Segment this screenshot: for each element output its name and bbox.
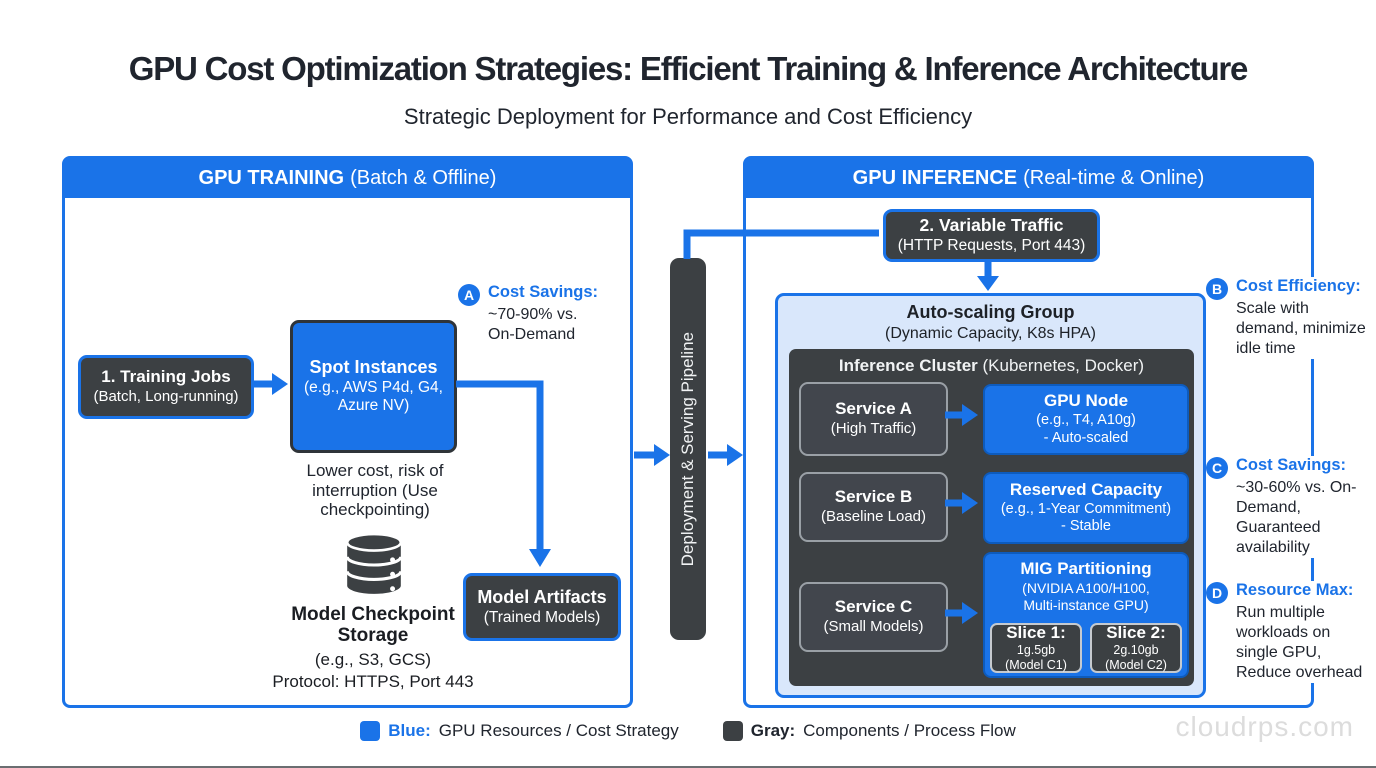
spot-instances-title: Spot Instances: [309, 356, 438, 377]
annotation-d-badge: D: [1206, 582, 1228, 604]
autoscaling-group-label: Auto-scaling Group (Dynamic Capacity, K8…: [778, 302, 1203, 343]
annotation-d-title: Resource Max:: [1236, 581, 1354, 599]
annotation-b-title: Cost Efficiency:: [1236, 277, 1361, 295]
slice-2-model: (Model C2): [1105, 658, 1167, 673]
service-a-subtitle: (High Traffic): [830, 420, 917, 438]
gpu-training-panel: GPU TRAINING (Batch & Offline) 1. Traini…: [62, 156, 633, 708]
gpu-node-examples: (e.g., T4, A10g): [1036, 412, 1136, 429]
gpu-inference-header: GPU INFERENCE (Real-time & Online): [745, 158, 1312, 198]
annotation-a: A Cost Savings: ~70-90% vs. On-Demand: [458, 283, 600, 345]
gpu-training-header: GPU TRAINING (Batch & Offline): [64, 158, 631, 198]
database-icon: [341, 531, 407, 599]
watermark: cloudrps.com: [1175, 711, 1354, 742]
annotation-a-badge: A: [458, 284, 480, 306]
page-title: GPU Cost Optimization Strategies: Effici…: [128, 50, 1249, 87]
reserved-capacity-title: Reserved Capacity: [1009, 479, 1163, 499]
autoscaling-title: Auto-scaling Group: [906, 302, 1075, 322]
arrowhead-pipeline-out: [727, 444, 743, 466]
training-jobs-title: 1. Training Jobs: [101, 367, 231, 387]
model-checkpoint-storage-label: Model Checkpoint Storage (e.g., S3, GCS)…: [263, 604, 483, 692]
slice-1-model: (Model C1): [1005, 658, 1067, 673]
deployment-serving-pipeline-bar: Deployment & Serving Pipeline: [670, 258, 706, 640]
gpu-training-title: GPU TRAINING: [198, 166, 345, 189]
legend-blue-swatch: [360, 721, 381, 741]
gpu-inference-title: GPU INFERENCE: [852, 166, 1018, 189]
legend-blue-desc: GPU Resources / Cost Strategy: [438, 721, 679, 740]
bottom-frame-line: [0, 766, 1376, 768]
service-b-title: Service B: [834, 487, 913, 507]
legend-gray: Gray: Components / Process Flow: [722, 721, 1016, 741]
slice-2-profile: 2g.10gb: [1113, 643, 1159, 658]
service-b-subtitle: (Baseline Load): [820, 508, 927, 526]
gpu-node-mode: - Auto-scaled: [1043, 429, 1129, 446]
slice-2-title: Slice 2:: [1106, 623, 1166, 643]
annotation-d: D Resource Max: Run multiple workloads o…: [1206, 581, 1374, 683]
service-a-title: Service A: [835, 399, 912, 419]
storage-title: Model Checkpoint Storage: [291, 604, 455, 646]
legend: Blue: GPU Resources / Cost Strategy Gray…: [0, 721, 1376, 741]
page-subtitle: Strategic Deployment for Performance and…: [403, 104, 973, 129]
annotation-c-body: ~30-60% vs. On-Demand, Guaranteed availa…: [1236, 478, 1357, 556]
gpu-node-box: GPU Node (e.g., T4, A10g) - Auto-scaled: [983, 384, 1189, 455]
mig-partitioning-box: MIG Partitioning (NVIDIA A100/H100, Mult…: [983, 552, 1189, 678]
mig-type: Multi-instance GPU): [1023, 596, 1149, 613]
model-artifacts-box: Model Artifacts (Trained Models): [463, 573, 621, 641]
training-jobs-subtitle: (Batch, Long-running): [93, 388, 239, 406]
model-artifacts-title: Model Artifacts: [477, 586, 607, 607]
training-jobs-box: 1. Training Jobs (Batch, Long-running): [78, 355, 254, 419]
cluster-subtitle: (Kubernetes, Docker): [982, 356, 1145, 375]
mig-slices: Slice 1: 1g.5gb (Model C1) Slice 2: 2g.1…: [985, 623, 1187, 673]
annotation-b-badge: B: [1206, 278, 1228, 300]
service-c-subtitle: (Small Models): [823, 618, 924, 636]
spot-instances-subtitle: (e.g., AWS P4d, G4, Azure NV): [304, 378, 443, 415]
legend-gray-label: Gray:: [750, 721, 796, 740]
annotation-b-body: Scale with demand, minimize idle time: [1236, 299, 1366, 357]
reserved-capacity-box: Reserved Capacity (e.g., 1-Year Commitme…: [983, 472, 1189, 544]
slice-1-profile: 1g.5gb: [1016, 643, 1056, 658]
legend-gray-desc: Components / Process Flow: [803, 721, 1016, 740]
service-c-title: Service C: [834, 597, 913, 617]
mig-slice-1: Slice 1: 1g.5gb (Model C1): [990, 623, 1082, 673]
service-a-box: Service A (High Traffic): [799, 382, 948, 456]
variable-traffic-title: 2. Variable Traffic: [919, 215, 1064, 236]
gpu-inference-subtitle: (Real-time & Online): [1023, 166, 1205, 189]
reserved-capacity-examples: (e.g., 1-Year Commitment): [1000, 500, 1172, 517]
service-b-box: Service B (Baseline Load): [799, 472, 948, 542]
mig-title: MIG Partitioning: [1020, 559, 1152, 578]
slice-1-title: Slice 1:: [1006, 623, 1066, 643]
variable-traffic-box: 2. Variable Traffic (HTTP Requests, Port…: [883, 209, 1100, 262]
annotation-c: C Cost Savings: ~30-60% vs. On-Demand, G…: [1206, 456, 1374, 558]
autoscaling-group-box: Auto-scaling Group (Dynamic Capacity, K8…: [775, 293, 1206, 698]
service-c-box: Service C (Small Models): [799, 582, 948, 652]
annotation-c-title: Cost Savings:: [1236, 456, 1347, 474]
inference-cluster-label: Inference Cluster (Kubernetes, Docker): [789, 356, 1194, 376]
gpu-node-title: GPU Node: [1043, 391, 1129, 411]
annotation-a-body: ~70-90% vs. On-Demand: [488, 305, 578, 343]
spot-instances-box: Spot Instances (e.g., AWS P4d, G4, Azure…: [290, 320, 457, 453]
inference-cluster-box: Inference Cluster (Kubernetes, Docker) S…: [789, 349, 1194, 686]
pipeline-label: Deployment & Serving Pipeline: [678, 331, 697, 567]
legend-gray-swatch: [722, 721, 743, 741]
spot-instances-note: Lower cost, risk of interruption (Use ch…: [306, 461, 444, 520]
reserved-capacity-mode: - Stable: [1061, 518, 1111, 535]
mig-gpus: (NVIDIA A100/H100,: [1022, 579, 1150, 596]
annotation-d-body: Run multiple workloads on single GPU, Re…: [1236, 603, 1363, 681]
gpu-inference-panel: GPU INFERENCE (Real-time & Online) 2. Va…: [743, 156, 1314, 708]
legend-blue-label: Blue:: [388, 721, 431, 740]
annotation-c-badge: C: [1206, 457, 1228, 479]
cluster-title: Inference Cluster: [838, 356, 978, 375]
storage-examples: (e.g., S3, GCS): [314, 649, 432, 669]
autoscaling-subtitle: (Dynamic Capacity, K8s HPA): [884, 324, 1096, 342]
gpu-training-subtitle: (Batch & Offline): [350, 166, 497, 189]
annotation-b: B Cost Efficiency: Scale with demand, mi…: [1206, 277, 1374, 359]
variable-traffic-subtitle: (HTTP Requests, Port 443): [897, 236, 1086, 254]
storage-protocol: Protocol: HTTPS, Port 443: [272, 671, 474, 691]
annotation-a-title: Cost Savings:: [488, 283, 599, 301]
arrowhead-pipeline-in: [654, 444, 670, 466]
legend-blue: Blue: GPU Resources / Cost Strategy: [360, 721, 679, 741]
model-artifacts-subtitle: (Trained Models): [483, 608, 601, 626]
mig-slice-2: Slice 2: 2g.10gb (Model C2): [1090, 623, 1182, 673]
